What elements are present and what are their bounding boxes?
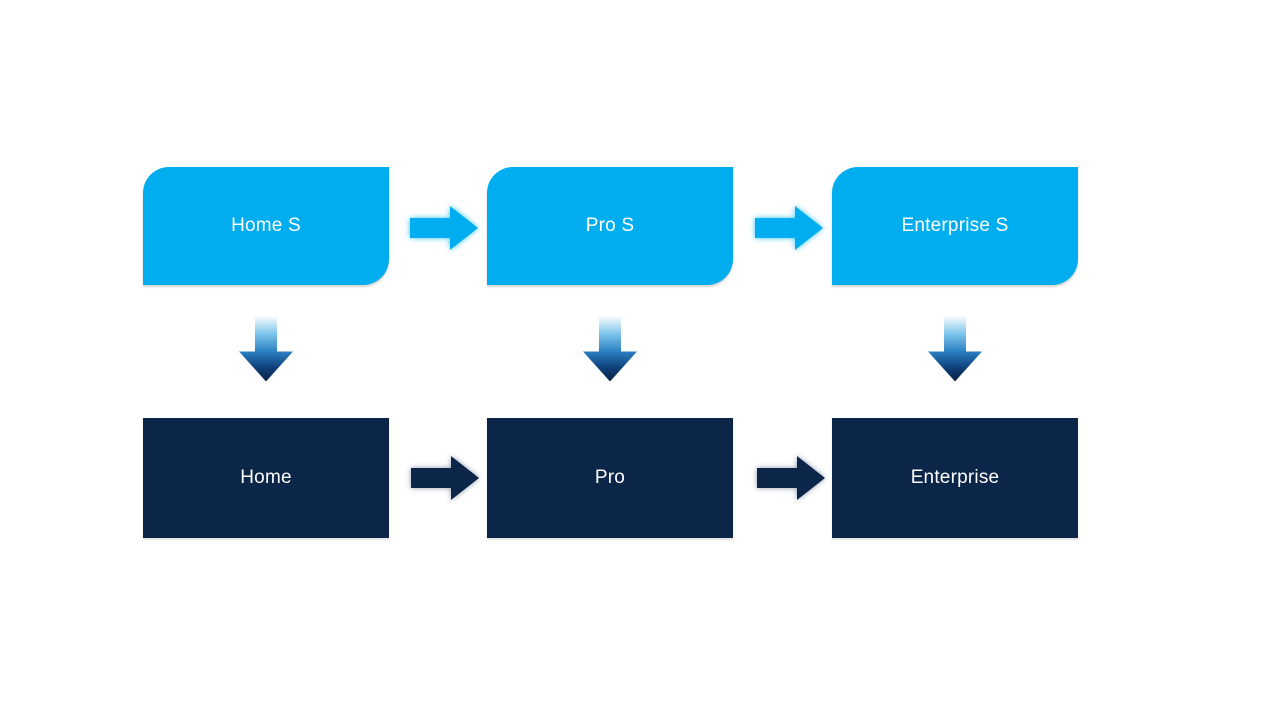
bottom-box-enterprise: Enterprise — [832, 418, 1078, 538]
right-arrow-icon-top-1 — [410, 206, 478, 250]
top-box-home-s: Home S — [143, 167, 389, 285]
top-box-home-s-label: Home S — [231, 215, 301, 236]
bottom-box-enterprise-label: Enterprise — [910, 467, 1000, 488]
down-arrow-icon-home — [239, 315, 293, 382]
bottom-box-pro: Pro — [487, 418, 733, 538]
bottom-box-home-label: Home — [240, 467, 292, 488]
down-arrow-icon-enterprise — [928, 315, 982, 382]
top-box-enterprise-s-label: Enterprise S — [901, 215, 1009, 236]
top-box-pro-s: Pro S — [487, 167, 733, 285]
right-arrow-icon-bottom-2 — [757, 456, 825, 500]
top-box-pro-s-label: Pro S — [585, 215, 635, 236]
down-arrow-icon-pro — [583, 315, 637, 382]
bottom-box-home: Home — [143, 418, 389, 538]
right-arrow-icon-top-2 — [755, 206, 823, 250]
bottom-box-pro-label: Pro — [594, 467, 626, 488]
right-arrow-icon-bottom-1 — [411, 456, 479, 500]
top-box-enterprise-s: Enterprise S — [832, 167, 1078, 285]
